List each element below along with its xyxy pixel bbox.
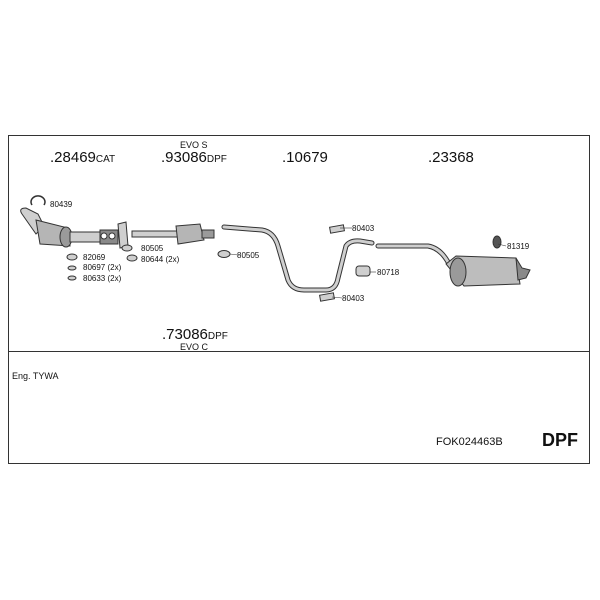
- part-number: .23368: [428, 149, 474, 166]
- ref-label: 81319: [507, 242, 530, 251]
- rear-silencer[interactable]: [375, 243, 531, 287]
- ref-label: 80633 (2x): [83, 274, 122, 283]
- dpf-badge: DPF: [542, 430, 578, 450]
- part-number-dpf-evo-c[interactable]: .73086DPF: [162, 326, 228, 344]
- ref-label: 80439: [50, 200, 73, 209]
- part-number-rear[interactable]: .23368: [428, 149, 474, 167]
- dpf-part[interactable]: [131, 223, 215, 245]
- part-number: .73086: [162, 326, 208, 343]
- part-suffix: DPF: [206, 154, 227, 165]
- ref-label: 80697 (2x): [83, 263, 122, 272]
- catalyst-part[interactable]: [20, 207, 129, 249]
- section-divider: [8, 351, 590, 352]
- ref-label: 80403: [342, 294, 365, 303]
- clamp-icon[interactable]: [30, 195, 46, 206]
- engine-label: Eng. TYWA: [12, 371, 59, 381]
- hanger-icon[interactable]: [319, 224, 502, 302]
- part-suffix: DPF: [207, 331, 228, 342]
- part-suffix: CAT: [95, 154, 116, 165]
- part-number: .10679: [282, 149, 328, 166]
- ref-label: 82069: [83, 253, 106, 262]
- part-number-middle[interactable]: .10679: [282, 149, 328, 167]
- ref-label: 80718: [377, 268, 400, 277]
- ref-label: 80505: [141, 244, 164, 253]
- part-number-dpf[interactable]: .93086DPF: [161, 149, 227, 167]
- diagram-frame: [8, 135, 590, 464]
- variant-label: EVO C: [180, 342, 209, 352]
- part-number: .93086: [161, 149, 207, 166]
- ref-label: 80403: [352, 224, 375, 233]
- ref-label: 80505: [237, 251, 260, 260]
- part-number-cat[interactable]: .28469CAT: [50, 149, 115, 167]
- variant-label: EVO S: [180, 140, 208, 150]
- kit-code: FOK024463B: [436, 436, 503, 448]
- part-number: .28469: [50, 149, 96, 166]
- ref-label: 80644 (2x): [141, 255, 180, 264]
